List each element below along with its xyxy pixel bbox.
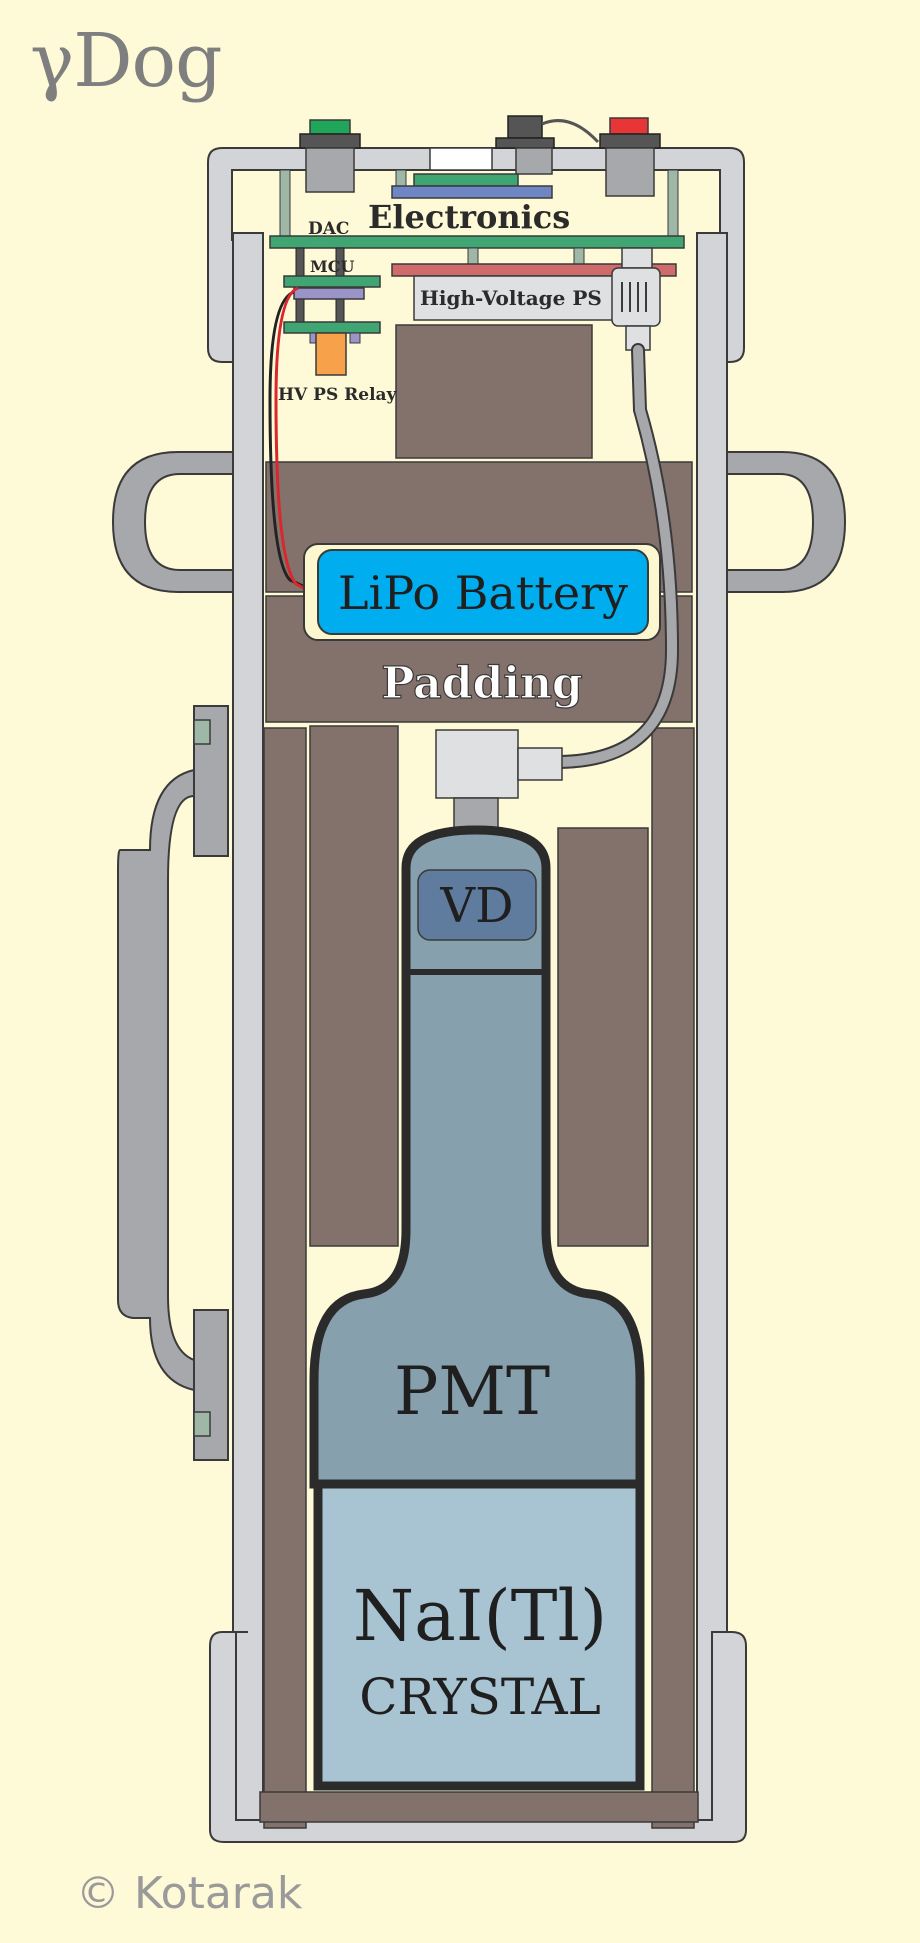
battery-label: LiPo Battery bbox=[338, 566, 628, 620]
charging-connector bbox=[495, 115, 600, 175]
battery-wire-red bbox=[274, 286, 323, 600]
top-cover-window bbox=[429, 147, 493, 171]
hv-ps-label: High-Voltage PS bbox=[420, 286, 602, 310]
pmt-label: PMT bbox=[394, 1353, 550, 1430]
copyright-notice: © Kotarak bbox=[76, 1868, 303, 1919]
relay-label: HV PS Relay bbox=[278, 385, 398, 405]
electronics-stack bbox=[269, 169, 685, 376]
green-button bbox=[299, 119, 361, 193]
dac-label: DAC bbox=[308, 219, 349, 239]
lipo-battery bbox=[303, 543, 661, 641]
battery-wire-black bbox=[268, 290, 323, 597]
carry-handle bbox=[117, 705, 229, 1461]
vd-label: VD bbox=[439, 878, 513, 934]
diagram-title: γDog bbox=[30, 18, 222, 104]
mcu-label: MCU bbox=[310, 257, 354, 276]
vd-socket bbox=[435, 729, 563, 831]
red-button bbox=[599, 117, 661, 197]
pmt-body bbox=[309, 825, 645, 1489]
voltage-divider bbox=[417, 869, 537, 941]
right-loop-handle bbox=[726, 451, 847, 593]
hv-ps-relay bbox=[315, 332, 347, 376]
padding-label: Padding bbox=[381, 658, 582, 709]
mcu-board bbox=[283, 275, 381, 288]
electronics-label: Electronics bbox=[368, 198, 570, 236]
left-loop-handle bbox=[111, 451, 234, 593]
hv-ps-module bbox=[413, 275, 615, 321]
crystal-label-line1: NaI(Tl) bbox=[353, 1575, 607, 1657]
hv-connector bbox=[611, 267, 661, 327]
crystal-label-line2: CRYSTAL bbox=[359, 1668, 601, 1726]
nai-crystal bbox=[313, 1479, 645, 1791]
